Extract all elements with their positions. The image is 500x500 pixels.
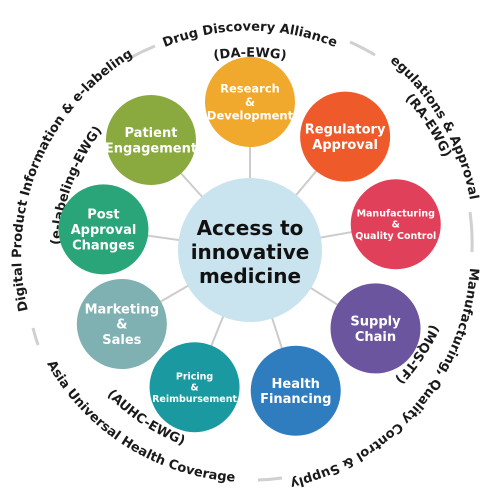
center-label-line: innovative: [191, 240, 310, 264]
node-label-manufacturing: Quality Control: [355, 231, 436, 242]
node-label-marketing: &: [116, 318, 127, 333]
node-ring: Research&DevelopmentRegulatoryApprovalMa…: [58, 57, 441, 436]
node-label-post: Changes: [72, 238, 135, 253]
outer-ring: [31, 40, 474, 482]
node-manufacturing: Manufacturing&Quality Control: [350, 179, 441, 270]
node-circle-health: [250, 345, 341, 436]
node-label-pricing: Pricing: [176, 371, 213, 382]
node-label-patient: Patient: [125, 126, 178, 141]
node-label-research: &: [245, 95, 255, 109]
center-label-line: medicine: [199, 264, 301, 288]
node-label-regulatory: Regulatory: [305, 123, 386, 138]
node-circle-manufacturing: [350, 179, 441, 270]
node-label-research: Research: [220, 82, 280, 96]
center-label-line: Access to: [197, 216, 304, 240]
node-label-manufacturing: &: [392, 220, 400, 231]
node-pricing: Pricing&Reimbursement: [149, 342, 240, 433]
node-marketing: Marketing&Sales: [76, 279, 167, 369]
node-label-pricing: Reimbursement: [152, 394, 237, 405]
node-label-research: Development: [207, 109, 294, 123]
node-circle-regulatory: [300, 91, 391, 182]
node-label-health: Financing: [260, 392, 331, 407]
node-label-supply: Supply: [350, 314, 401, 329]
node-label-supply: Chain: [355, 330, 396, 345]
node-label-marketing: Marketing: [85, 302, 159, 317]
node-label-post: Approval: [71, 223, 137, 238]
node-circle-supply: [330, 283, 421, 374]
node-label-patient: Engagement: [105, 141, 197, 156]
node-label-post: Post: [87, 208, 119, 223]
node-circle-marketing: [76, 279, 167, 369]
center-circle: [178, 178, 322, 322]
ring-segment-da: [349, 40, 376, 57]
ring-segment-dpi-da: [129, 44, 156, 60]
node-label-health: Health: [272, 377, 320, 392]
node-label-marketing: Sales: [102, 333, 141, 348]
node-circle-patient: [105, 95, 196, 186]
node-circle-post: [58, 184, 149, 275]
node-circle-pricing: [149, 342, 240, 433]
node-label-regulatory: Approval: [312, 138, 378, 153]
node-label-pricing: &: [190, 383, 198, 394]
ring-segment-auhc-dpi: [31, 327, 40, 346]
ring-segment-ra-mqs: [468, 211, 474, 253]
node-research: Research&Development: [205, 57, 295, 147]
ring-segment-mqs-auhc: [257, 476, 283, 482]
node-circle-research: [205, 57, 295, 147]
node-label-manufacturing: Manufacturing: [357, 209, 435, 220]
ring-label-da-line2: (DA-EWG): [212, 46, 287, 64]
